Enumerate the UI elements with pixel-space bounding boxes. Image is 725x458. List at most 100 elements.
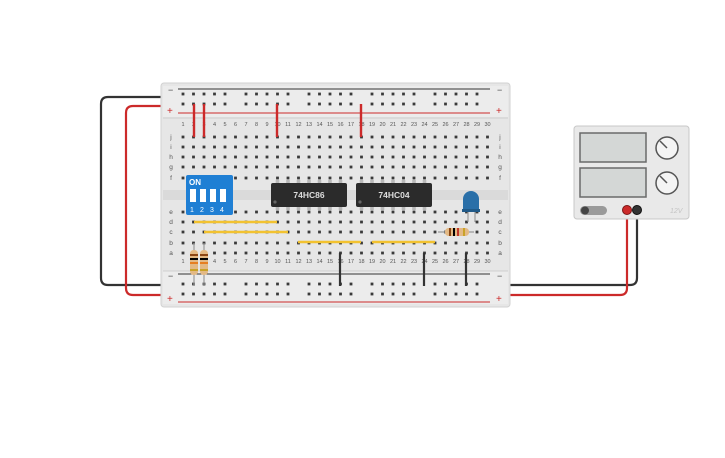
- rail-hole[interactable]: [276, 282, 279, 286]
- terminal-hole[interactable]: [297, 251, 300, 255]
- terminal-hole[interactable]: [307, 230, 311, 234]
- terminal-hole[interactable]: [465, 176, 468, 180]
- terminal-hole[interactable]: [412, 220, 416, 224]
- terminal-hole[interactable]: [339, 210, 342, 214]
- terminal-hole[interactable]: [192, 155, 195, 159]
- terminal-hole[interactable]: [391, 220, 395, 224]
- terminal-hole[interactable]: [486, 251, 489, 255]
- terminal-hole[interactable]: [328, 145, 332, 149]
- terminal-hole[interactable]: [234, 135, 237, 139]
- terminal-hole[interactable]: [318, 251, 321, 255]
- terminal-hole[interactable]: [339, 230, 342, 234]
- terminal-hole[interactable]: [444, 210, 447, 214]
- rail-hole[interactable]: [391, 282, 395, 286]
- terminal-hole[interactable]: [402, 176, 405, 180]
- terminal-hole[interactable]: [213, 135, 216, 139]
- rail-hole[interactable]: [475, 282, 479, 286]
- terminal-hole[interactable]: [328, 251, 332, 255]
- terminal-hole[interactable]: [475, 155, 479, 159]
- terminal-hole[interactable]: [223, 145, 227, 149]
- terminal-hole[interactable]: [276, 165, 279, 169]
- terminal-hole[interactable]: [286, 135, 290, 139]
- rail-hole[interactable]: [444, 92, 447, 96]
- terminal-hole[interactable]: [328, 210, 332, 214]
- terminal-hole[interactable]: [234, 251, 237, 255]
- terminal-hole[interactable]: [307, 135, 311, 139]
- terminal-hole[interactable]: [454, 220, 458, 224]
- rail-hole[interactable]: [202, 92, 206, 96]
- terminal-hole[interactable]: [181, 251, 185, 255]
- terminal-hole[interactable]: [391, 155, 395, 159]
- rail-hole[interactable]: [265, 292, 269, 296]
- terminal-hole[interactable]: [370, 155, 374, 159]
- terminal-hole[interactable]: [454, 145, 458, 149]
- rail-hole[interactable]: [465, 92, 468, 96]
- terminal-hole[interactable]: [360, 165, 363, 169]
- terminal-hole[interactable]: [286, 165, 290, 169]
- terminal-hole[interactable]: [475, 165, 479, 169]
- terminal-hole[interactable]: [370, 176, 374, 180]
- terminal-hole[interactable]: [192, 230, 195, 234]
- rail-hole[interactable]: [465, 102, 468, 106]
- rail-hole[interactable]: [475, 92, 479, 96]
- terminal-hole[interactable]: [265, 155, 269, 159]
- terminal-hole[interactable]: [265, 241, 269, 245]
- terminal-hole[interactable]: [318, 220, 321, 224]
- rail-hole[interactable]: [370, 282, 374, 286]
- terminal-hole[interactable]: [465, 145, 468, 149]
- terminal-hole[interactable]: [370, 135, 374, 139]
- terminal-hole[interactable]: [276, 210, 279, 214]
- terminal-hole[interactable]: [360, 145, 363, 149]
- terminal-hole[interactable]: [339, 145, 342, 149]
- rail-hole[interactable]: [192, 292, 195, 296]
- terminal-hole[interactable]: [223, 135, 227, 139]
- rail-hole[interactable]: [444, 282, 447, 286]
- dip-switch[interactable]: ON 1 2 3 4: [186, 175, 233, 215]
- rail-hole[interactable]: [349, 282, 353, 286]
- terminal-hole[interactable]: [223, 251, 227, 255]
- terminal-hole[interactable]: [444, 220, 447, 224]
- terminal-hole[interactable]: [412, 155, 416, 159]
- terminal-hole[interactable]: [381, 145, 384, 149]
- terminal-hole[interactable]: [213, 165, 216, 169]
- dip-toggle-3[interactable]: [210, 189, 216, 202]
- rail-hole[interactable]: [244, 292, 248, 296]
- terminal-hole[interactable]: [475, 220, 479, 224]
- rail-hole[interactable]: [454, 292, 458, 296]
- terminal-hole[interactable]: [181, 135, 185, 139]
- terminal-hole[interactable]: [349, 135, 353, 139]
- rail-hole[interactable]: [255, 102, 258, 106]
- terminal-hole[interactable]: [412, 230, 416, 234]
- terminal-hole[interactable]: [486, 165, 489, 169]
- terminal-hole[interactable]: [202, 155, 206, 159]
- terminal-hole[interactable]: [307, 155, 311, 159]
- terminal-hole[interactable]: [402, 145, 405, 149]
- terminal-hole[interactable]: [318, 165, 321, 169]
- terminal-hole[interactable]: [465, 155, 468, 159]
- terminal-hole[interactable]: [454, 210, 458, 214]
- rail-hole[interactable]: [307, 282, 311, 286]
- terminal-hole[interactable]: [181, 241, 185, 245]
- rail-hole[interactable]: [433, 102, 437, 106]
- terminal-hole[interactable]: [454, 251, 458, 255]
- terminal-hole[interactable]: [444, 241, 447, 245]
- terminal-hole[interactable]: [223, 155, 227, 159]
- rail-hole[interactable]: [265, 92, 269, 96]
- terminal-hole[interactable]: [328, 135, 332, 139]
- terminal-hole[interactable]: [402, 230, 405, 234]
- terminal-hole[interactable]: [286, 241, 290, 245]
- terminal-hole[interactable]: [265, 135, 269, 139]
- terminal-hole[interactable]: [339, 176, 342, 180]
- terminal-hole[interactable]: [192, 145, 195, 149]
- terminal-hole[interactable]: [181, 220, 185, 224]
- terminal-hole[interactable]: [391, 230, 395, 234]
- terminal-hole[interactable]: [297, 165, 300, 169]
- rail-hole[interactable]: [381, 92, 384, 96]
- terminal-hole[interactable]: [307, 165, 311, 169]
- terminal-hole[interactable]: [307, 210, 311, 214]
- terminal-hole[interactable]: [276, 251, 279, 255]
- terminal-hole[interactable]: [381, 230, 384, 234]
- terminal-hole[interactable]: [213, 241, 216, 245]
- terminal-hole[interactable]: [255, 135, 258, 139]
- rail-hole[interactable]: [349, 292, 353, 296]
